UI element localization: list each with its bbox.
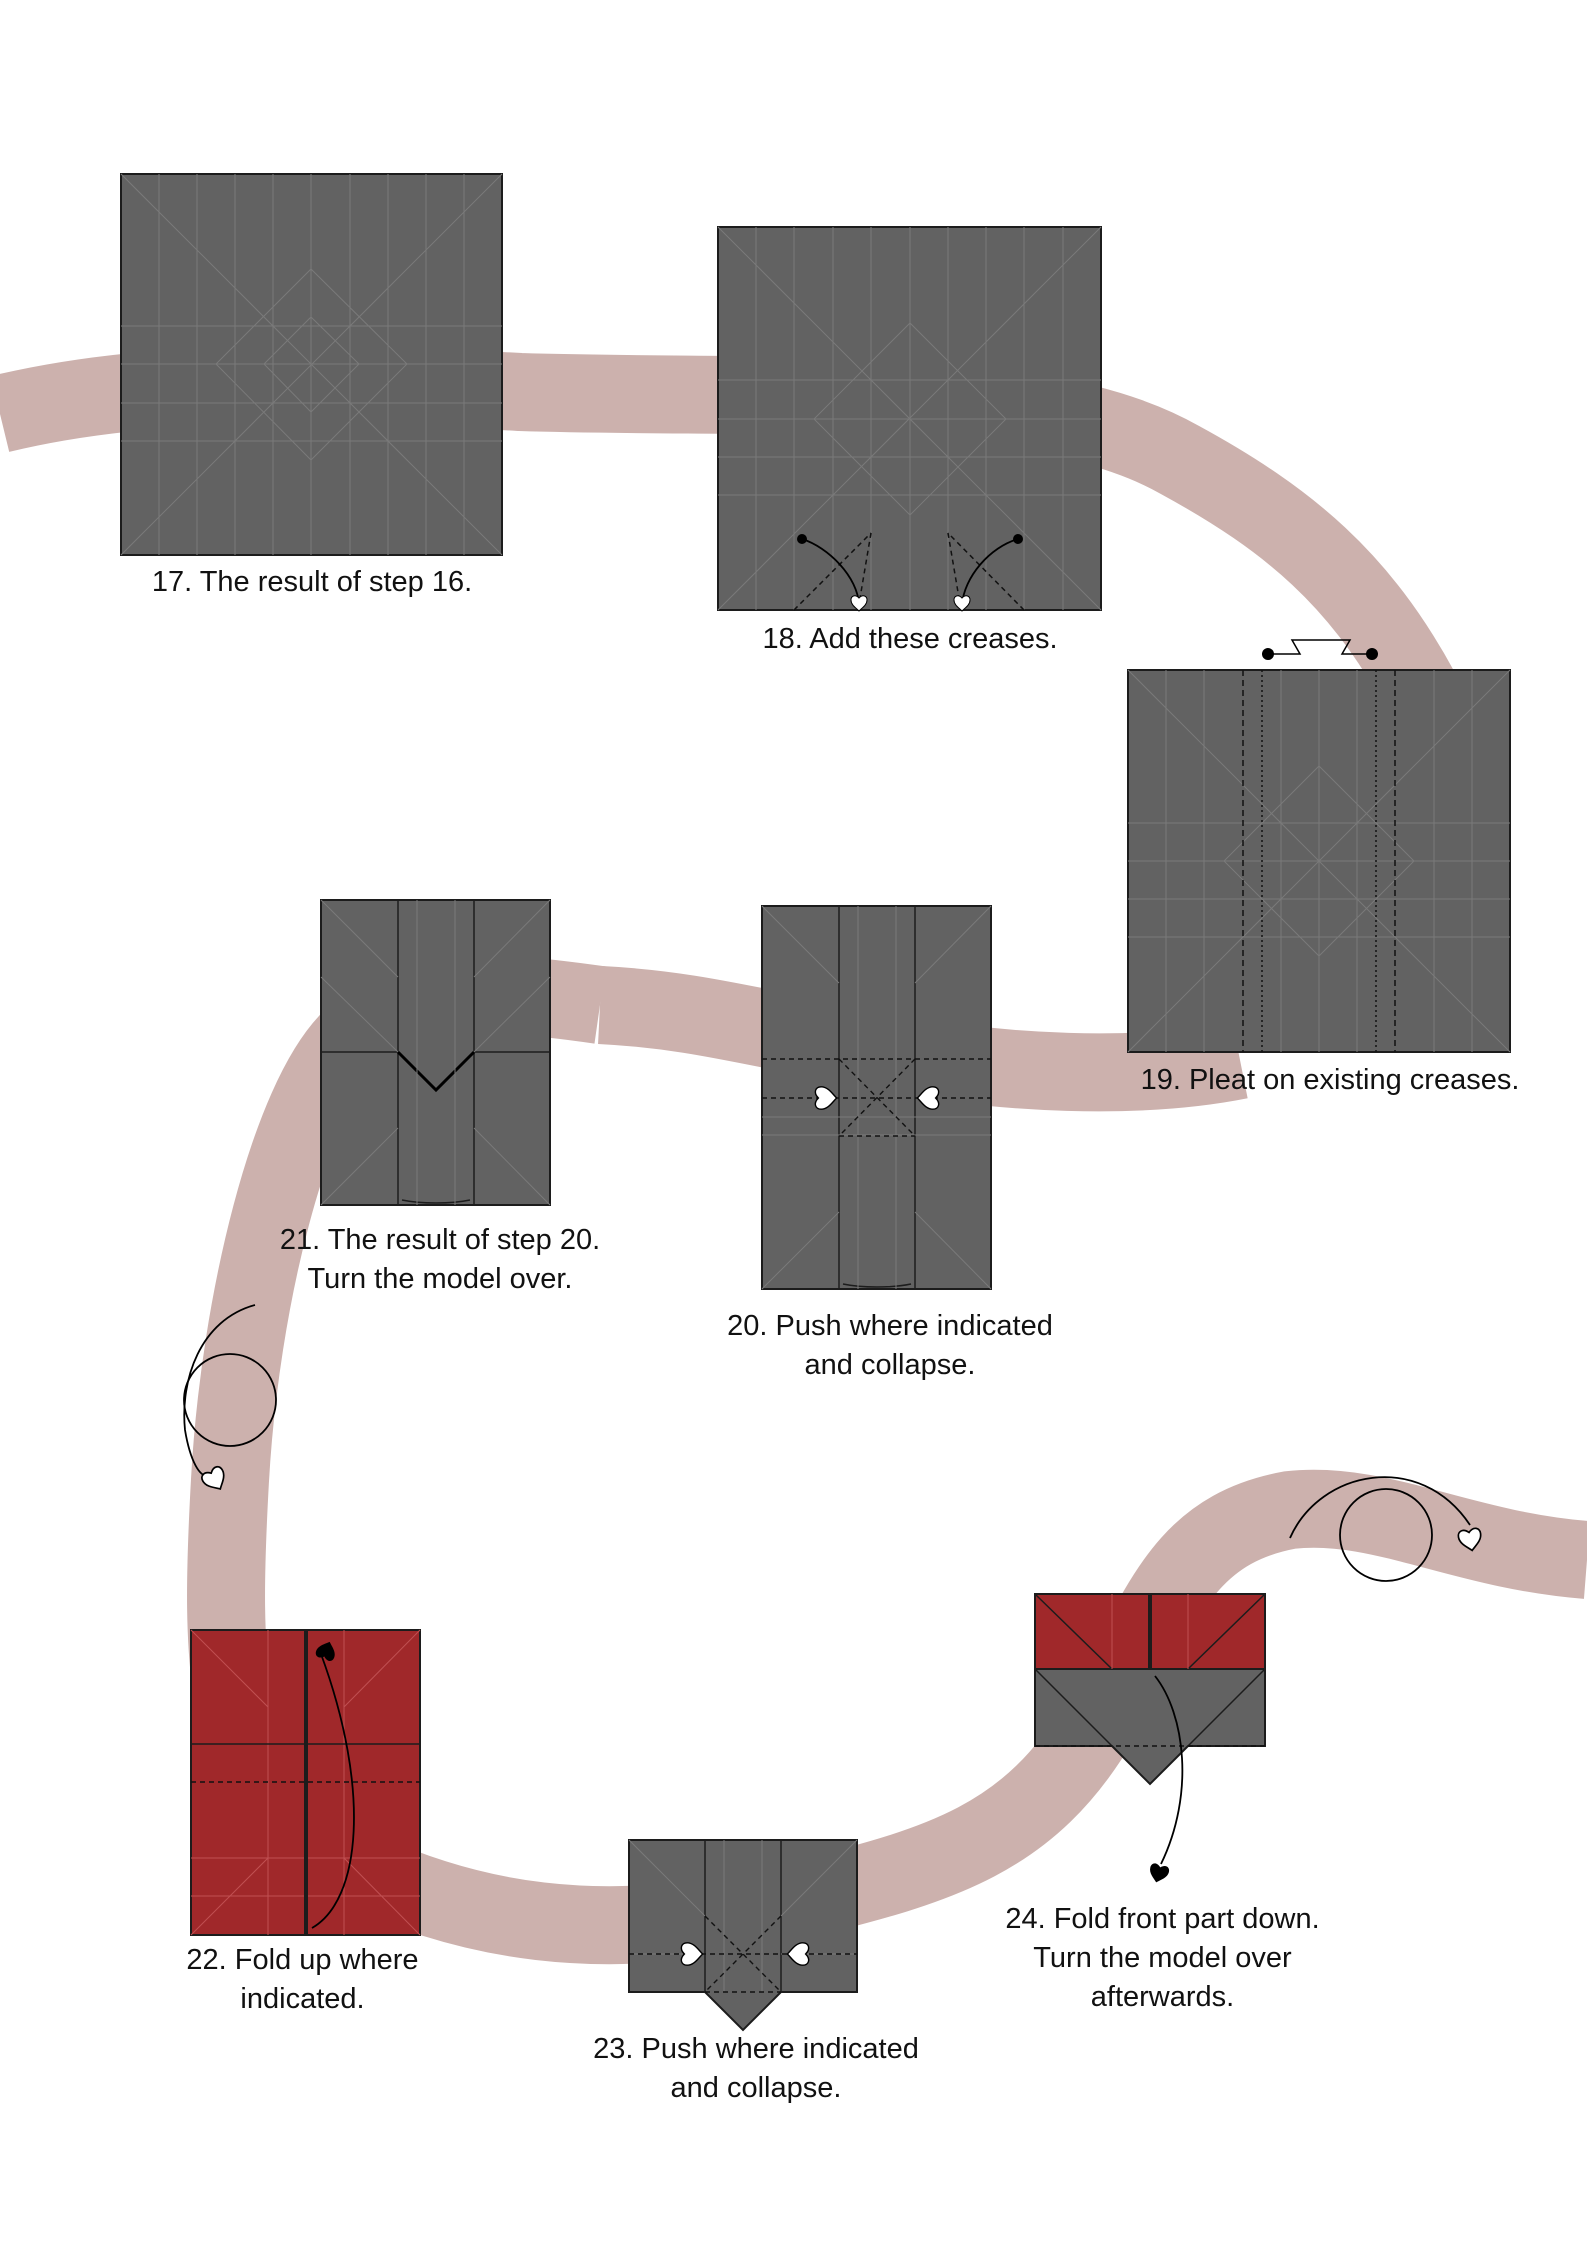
step-21-diagram [320, 899, 551, 1206]
step-18-diagram [717, 226, 1102, 612]
step-17-diagram [120, 173, 503, 556]
step-24-caption: 24. Fold front part down. Turn the model… [1005, 1903, 1320, 2013]
step-20-caption: 20. Push where indicated and collapse. [727, 1310, 1053, 1381]
step-20-diagram [761, 905, 992, 1290]
turn-over-loop-icon [1289, 1476, 1471, 1582]
step-22-diagram [190, 1629, 421, 1936]
step-18-caption: 18. Add these creases. [762, 623, 1058, 655]
step-22-caption: 22. Fold up where indicated. [186, 1944, 419, 2015]
pleat-arrow-icon [1262, 639, 1378, 660]
step-23-caption: 23. Push where indicated and collapse. [593, 2033, 919, 2104]
step-19-caption: 19. Pleat on existing creases. [1140, 1064, 1520, 1096]
step-19-diagram [1127, 669, 1511, 1053]
valley-fold-arrow-icon [1154, 1675, 1184, 1865]
step-23-diagram [628, 1839, 858, 2032]
valley-fold-arrow-icon [311, 1653, 355, 1929]
step-24-diagram [1034, 1593, 1266, 1885]
step-21-caption: 21. The result of step 20. Turn the mode… [279, 1224, 601, 1295]
turn-over-loop-icon [183, 1304, 277, 1477]
step-17-caption: 17. The result of step 16. [151, 566, 473, 598]
